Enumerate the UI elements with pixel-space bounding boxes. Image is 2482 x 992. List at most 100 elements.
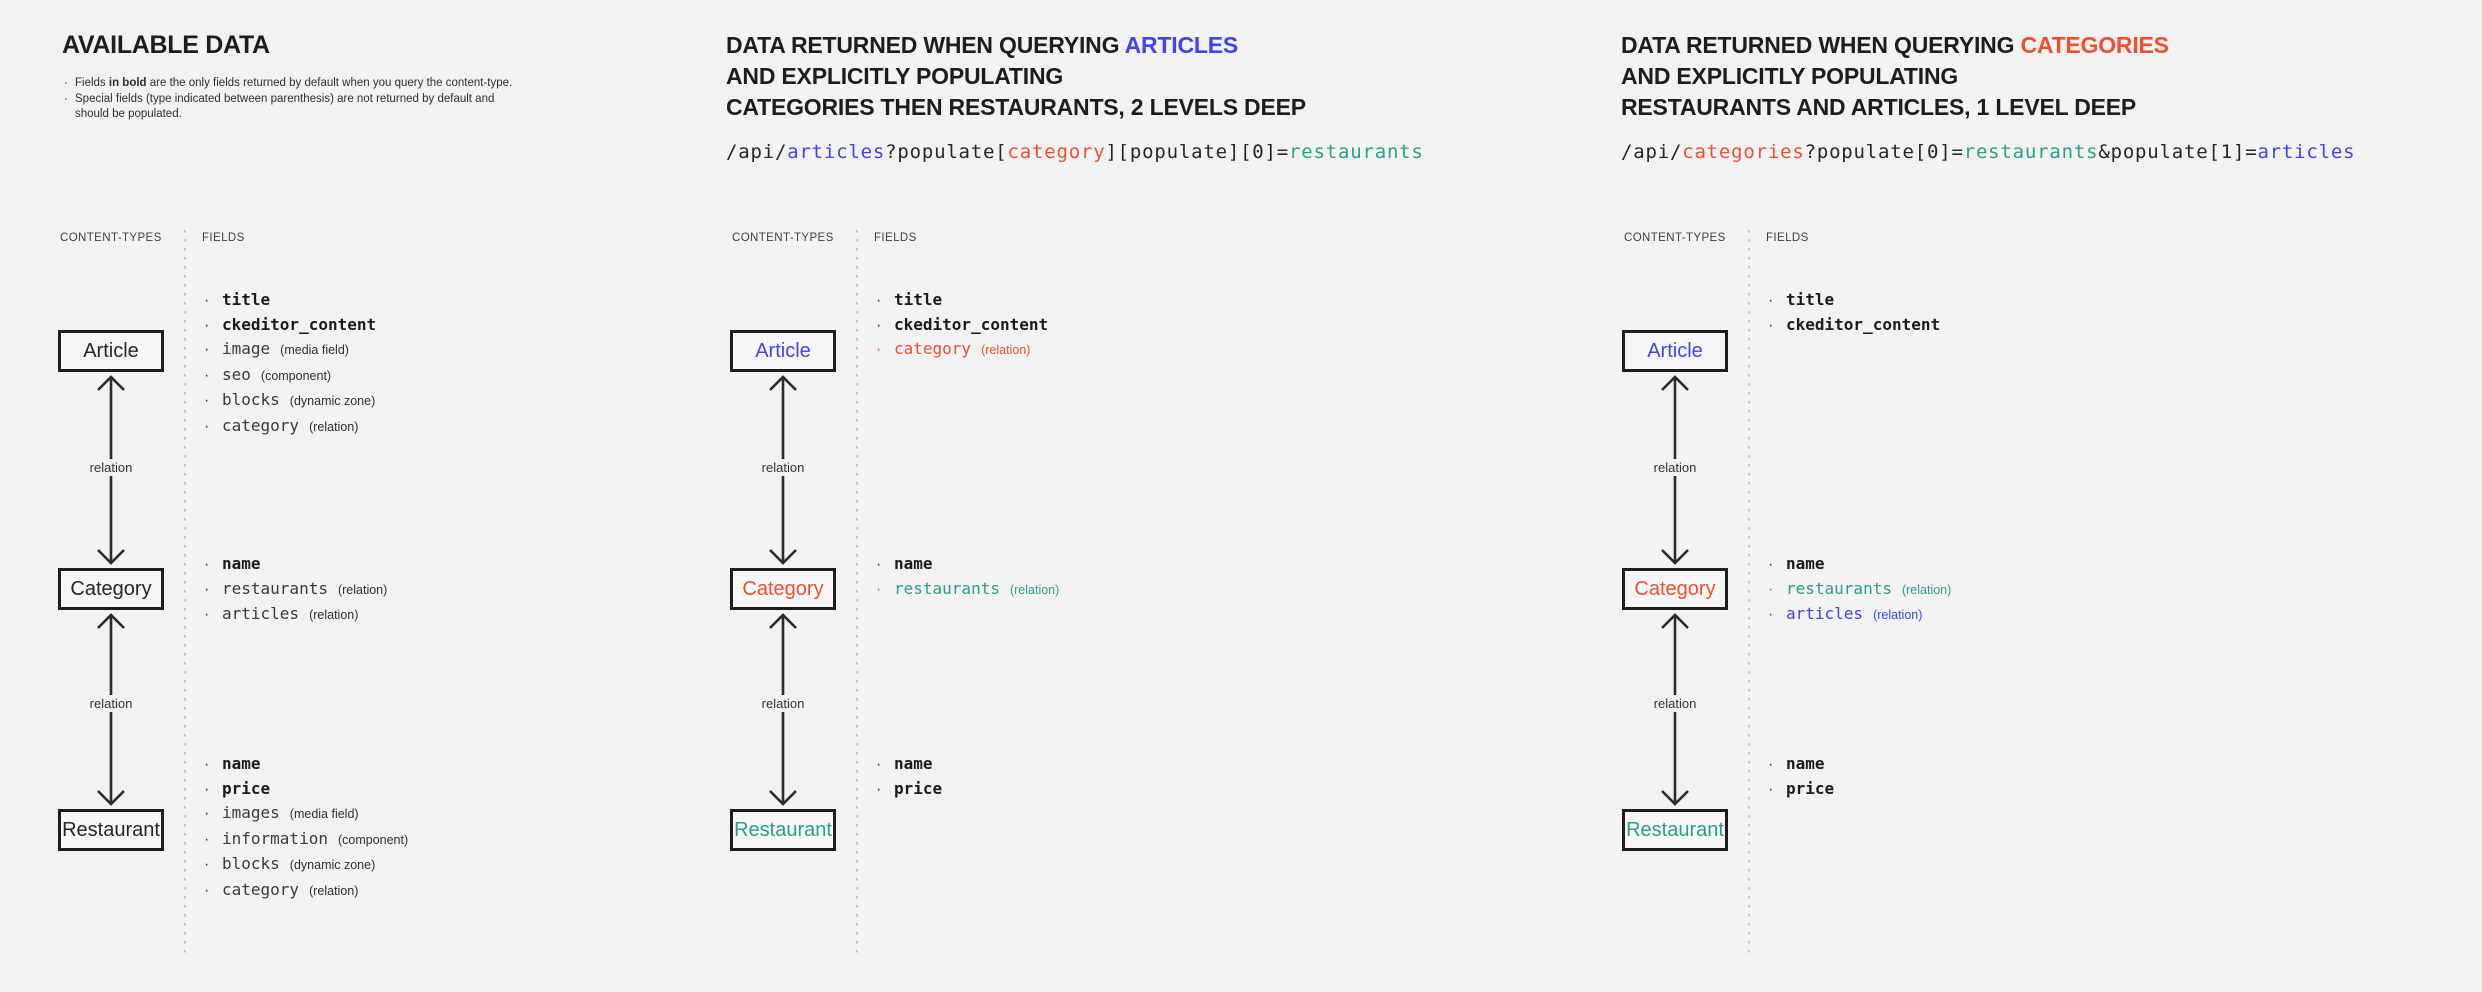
field-item: · articles (relation) [1768,602,1951,628]
relation-label: relation [85,459,137,476]
content-type-box-restaurant: Restaurant [1622,809,1728,851]
code-segment: /api/ [726,141,788,163]
bullet-icon: · [204,881,210,899]
field-type: (component) [337,832,409,847]
field-name: name [222,554,261,573]
bullet-icon: · [1768,580,1774,598]
field-item: ·ckeditor_content [1768,313,1940,338]
content-type-box-article: Article [730,330,836,372]
field-type: (relation) [981,343,1031,357]
field-name: restaurants [894,578,1000,598]
bullet-icon: · [204,556,210,573]
fields-list-restaurant: · name · price [876,752,942,801]
fields-list-restaurant: ·name·price [1768,752,1834,801]
field-item: ·information(component) [204,827,408,853]
field-item: · category (relation) [876,337,1048,363]
bullet-icon: · [204,417,210,435]
bullet-icon: · [1768,556,1774,573]
field-name: name [894,754,933,773]
field-name: name [222,754,261,773]
code-segment: ?populate[0]= [1804,141,1964,163]
dotted-divider [856,230,858,958]
code-segment: articles [787,141,886,163]
field-item: · restaurants (relation) [204,577,387,603]
bullet-icon: · [1768,780,1774,798]
title-line: DATA RETURNED WHEN QUERYING ARTICLES [726,32,1239,58]
fields-list-article: · title ·ckeditor_content [1768,288,1940,337]
query-categories-header: DATA RETURNED WHEN QUERYING CATEGORIES A… [1621,30,2355,163]
field-type: (relation) [337,582,388,597]
bullet-icon: · [204,366,210,384]
field-name: ckeditor_content [222,314,377,334]
field-item: · title [204,288,376,313]
field-name: ckeditor_content [894,314,1049,334]
field-item: · ckeditor_content [204,313,376,338]
field-name: restaurants [222,578,328,598]
field-item: · price [876,777,942,802]
field-name: price [894,778,943,798]
bullet-icon: · [876,341,882,358]
field-name: category [894,339,972,358]
fields-list-article: ·title·ckeditor_content·image(media fiel… [204,288,376,439]
code-segment: /api/ [1621,141,1683,163]
field-name: restaurants [1786,578,1892,598]
section-title: DATA RETURNED WHEN QUERYING ARTICLES AND… [726,30,1424,123]
field-item: ·name [1768,552,1951,577]
title-line: AND EXPLICITLY POPULATING [1621,63,1959,89]
bullet-icon: · [876,292,882,309]
field-name: articles [1786,604,1864,623]
relation-label: relation [757,459,809,476]
title-highlight: CATEGORIES [2020,32,2169,58]
field-item: ·name [1768,752,1834,777]
available-data-header: AVAILABLE DATA Fields in bold are the on… [62,30,514,123]
relation-label: relation [757,695,809,712]
field-type: (relation) [1873,608,1923,622]
content-type-box-category: Category [1622,568,1728,610]
field-item: ·blocks(dynamic zone) [204,852,408,878]
bullet-icon: · [204,316,210,334]
relation-label: relation [1649,695,1701,712]
title-line: RESTAURANTS AND ARTICLES, 1 LEVEL DEEP [1621,94,2137,120]
bullet-icon: · [1768,292,1774,309]
bullet-icon: · [204,580,210,598]
field-name: ckeditor_content [1786,314,1941,334]
field-item: · title [1768,288,1940,313]
content-type-box-category: Category [58,568,164,610]
field-name: image [222,339,271,358]
bullet-icon: · [204,341,210,358]
fields-list-article: ·title·ckeditor_content·category(relatio… [876,288,1048,363]
field-name: title [222,290,271,309]
fields-label: FIELDS [874,232,917,244]
content-type-box-restaurant: Restaurant [58,809,164,851]
title-line: DATA RETURNED WHEN QUERYING CATEGORIES [1621,32,2169,58]
dotted-divider [184,230,186,958]
field-item: ·articles(relation) [204,602,387,628]
field-item: ·category(relation) [204,414,376,440]
content-type-box-article: Article [1622,330,1728,372]
field-name: blocks [222,854,280,873]
bullet-icon: · [876,580,882,598]
field-type: (relation) [309,608,359,622]
field-type: (relation) [309,883,359,898]
page-title: AVAILABLE DATA [62,31,270,59]
bullet-icon: · [204,805,210,822]
notes-list: Fields in bold are the only fields retur… [62,76,514,123]
field-item: ·images(media field) [204,801,408,827]
bullet-icon: · [204,292,210,309]
note-item: Fields in bold are the only fields retur… [62,76,514,92]
fields-list-category: ·name·restaurants(relation)·articles(rel… [1768,552,1951,628]
bullet-icon: · [1768,606,1774,623]
content-type-box-restaurant: Restaurant [730,809,836,851]
content-types-label: CONTENT-TYPES [732,232,834,244]
bullet-icon: · [876,780,882,798]
field-name: title [1786,290,1835,309]
field-item: ·name [204,752,408,777]
bullet-icon: · [204,780,210,798]
field-item: · name [204,552,387,577]
relation-label: relation [85,695,137,712]
field-name: category [222,415,300,435]
bullet-icon: · [204,606,210,623]
